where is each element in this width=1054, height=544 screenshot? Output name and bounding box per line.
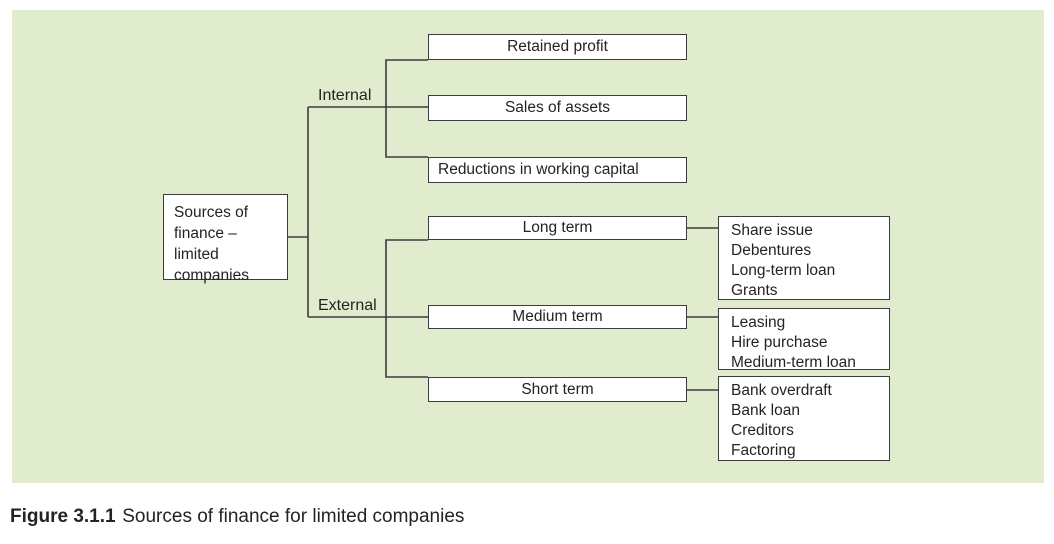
node-medium-term: Medium term (428, 305, 687, 329)
root-node-line: finance – (174, 225, 237, 242)
root-node: Sources of finance – limited companies (163, 194, 288, 284)
root-node-line: limited (174, 246, 219, 263)
leaf-item: Long-term loan (731, 262, 836, 279)
node-retained-profit: Retained profit (428, 34, 687, 60)
leaf-item: Share issue (731, 222, 813, 239)
node-long-term: Long term (428, 216, 687, 240)
leaf-item: Bank loan (731, 402, 800, 419)
branch-label-external: External (318, 297, 377, 314)
leaf-item: Bank overdraft (731, 382, 832, 399)
leaf-list-long-term: Share issue Debentures Long-term loan Gr… (718, 216, 890, 300)
leaf-item: Debentures (731, 242, 812, 259)
leaf-item: Grants (731, 282, 778, 299)
leaf-item: Leasing (731, 314, 786, 331)
node-sales-of-assets: Sales of assets (428, 95, 687, 121)
node-reductions-working-capital: Reductions in working capital (428, 157, 687, 183)
leaf-item: Hire purchase (731, 334, 828, 351)
leaf-item: Medium-term loan (731, 354, 856, 371)
node-short-term: Short term (428, 377, 687, 402)
figure-caption-number: Figure 3.1.1 (10, 506, 116, 527)
leaf-item: Factoring (731, 442, 796, 459)
root-node-line: Sources of (174, 204, 249, 221)
leaf-item: Creditors (731, 422, 794, 439)
branch-label-internal: Internal (318, 87, 372, 104)
leaf-list-short-term: Bank overdraft Bank loan Creditors Facto… (718, 376, 890, 461)
figure-caption: Figure 3.1.1 Sources of finance for limit… (10, 506, 464, 528)
root-node-line: companies (174, 267, 249, 284)
leaf-list-medium-term: Leasing Hire purchase Medium-term loan (718, 308, 890, 371)
figure-caption-text: Sources of finance for limited companies (122, 506, 465, 527)
